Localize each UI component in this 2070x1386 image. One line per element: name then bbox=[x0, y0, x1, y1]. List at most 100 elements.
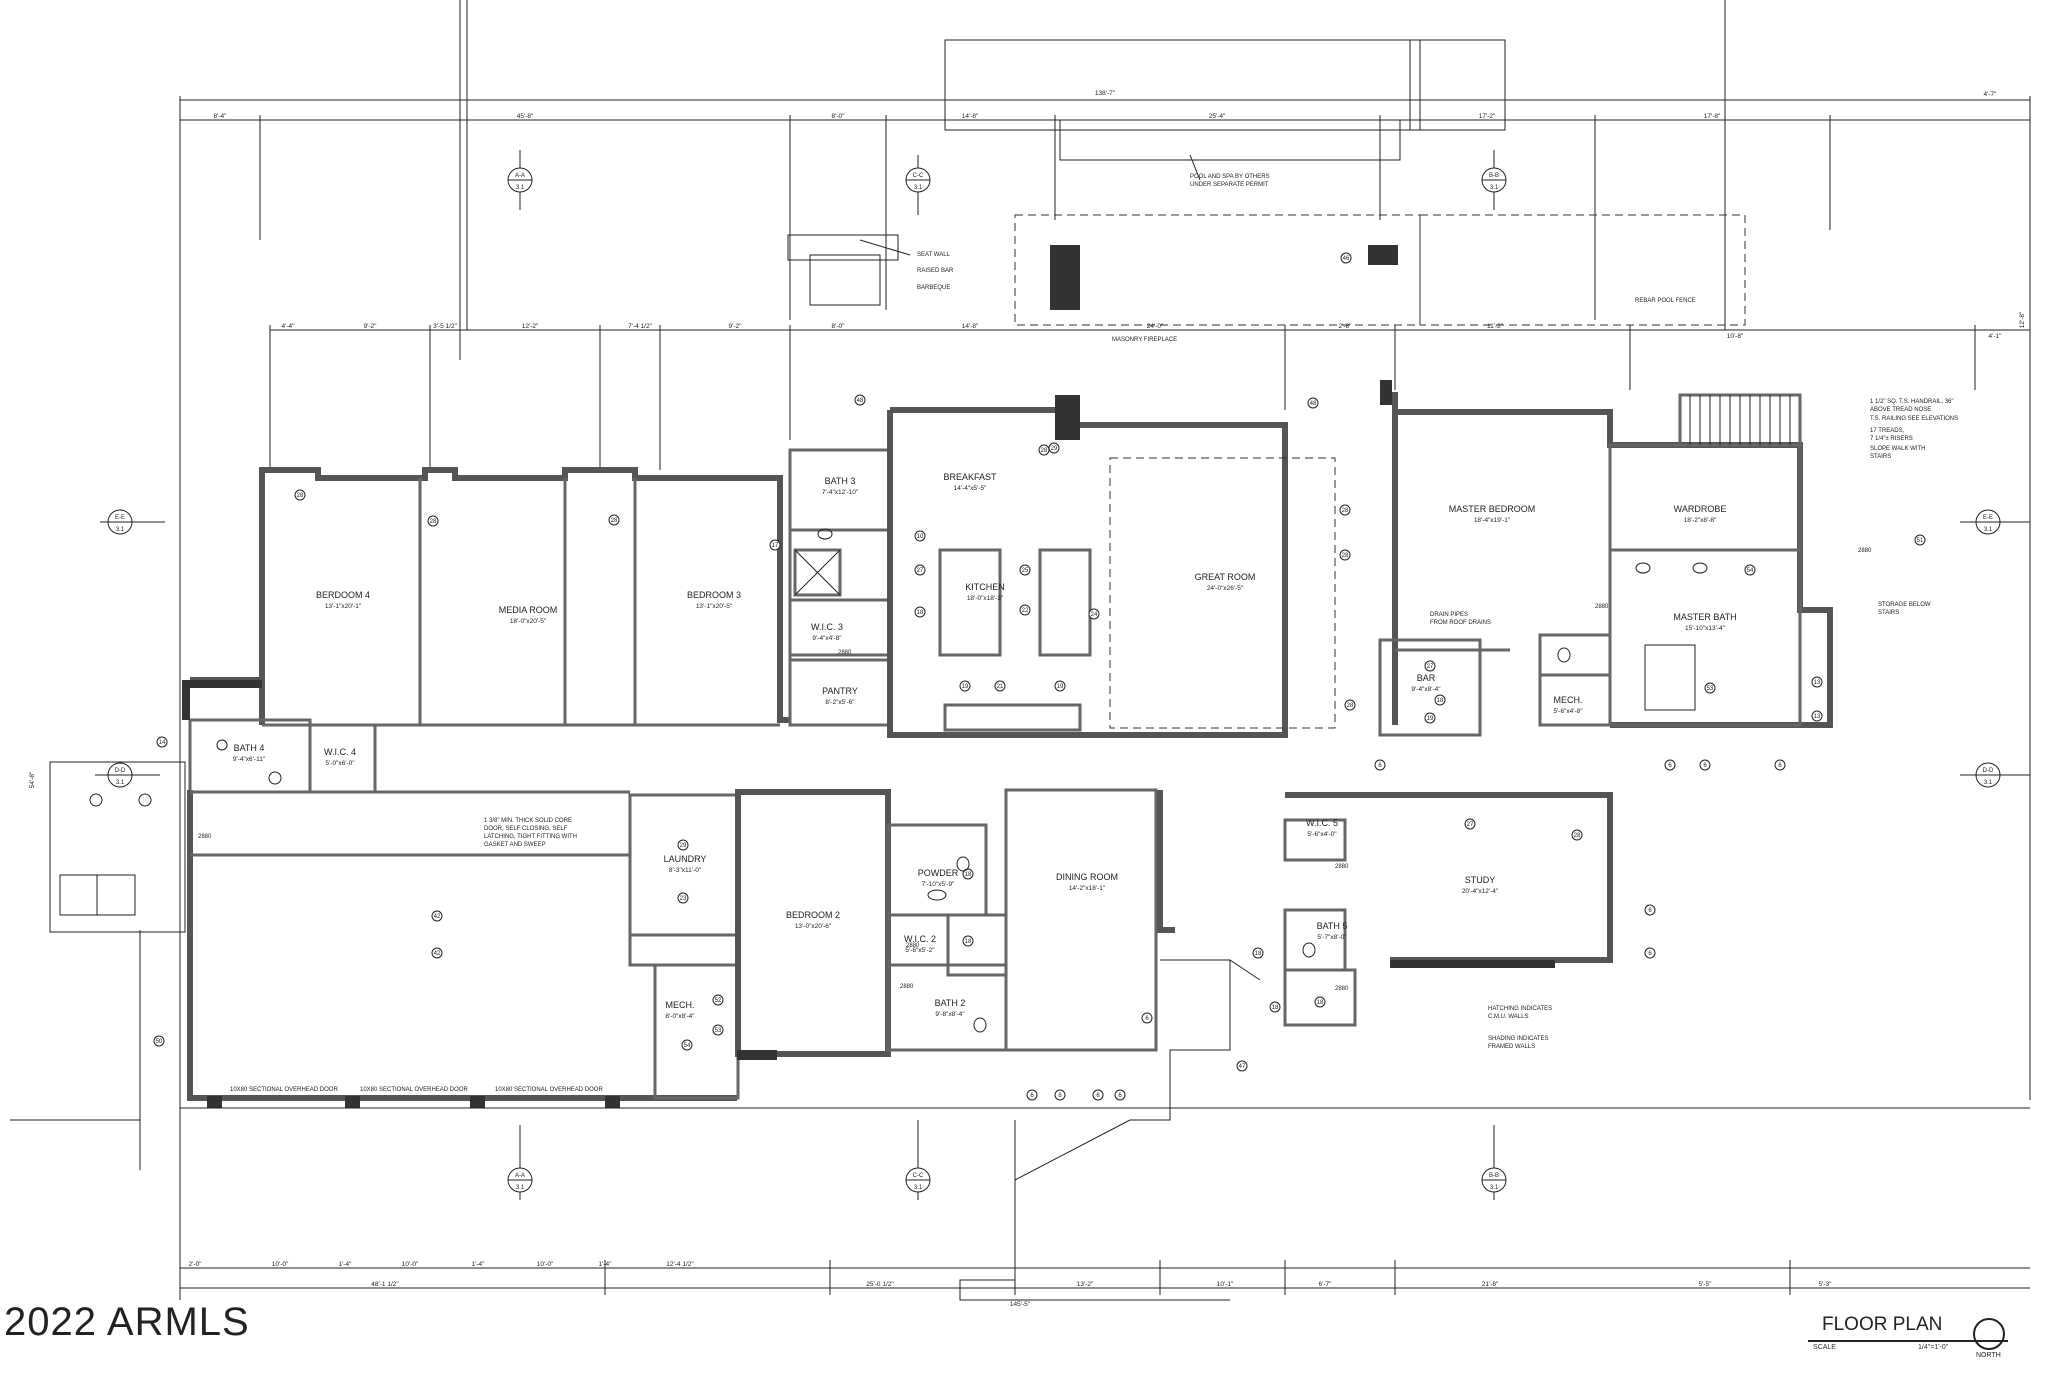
room-bedroom-3-size: 13'-1"x20'-5" bbox=[696, 603, 733, 610]
equipment-tag: 54 bbox=[1744, 564, 1756, 576]
svg-text:MASONRY FIREPLACE: MASONRY FIREPLACE bbox=[1112, 337, 1177, 343]
room-pantry-name: PANTRY bbox=[822, 686, 858, 696]
svg-text:52: 52 bbox=[715, 998, 722, 1004]
svg-text:48: 48 bbox=[1310, 401, 1317, 407]
svg-text:3.1: 3.1 bbox=[1984, 780, 1993, 786]
svg-text:54: 54 bbox=[1747, 568, 1754, 574]
svg-text:25'-0 1/2": 25'-0 1/2" bbox=[866, 1281, 894, 1288]
svg-text:25'-4": 25'-4" bbox=[1209, 113, 1226, 120]
room-bath-2-size: 9'-8"x8'-4" bbox=[935, 1011, 965, 1018]
svg-text:10'-8": 10'-8" bbox=[1727, 333, 1744, 340]
equipment-tag: 54 bbox=[681, 1039, 693, 1051]
equipment-tag: 18 bbox=[1269, 1001, 1281, 1013]
svg-text:6: 6 bbox=[1648, 951, 1652, 957]
svg-text:7'-4 1/2": 7'-4 1/2" bbox=[628, 323, 652, 330]
room-mech-garage-name: MECH. bbox=[666, 1000, 695, 1010]
section-markers: A-A 3.1 C-C 3.1 B-B 3.1 E-E 3.1 bbox=[95, 150, 2030, 1200]
exterior-walls bbox=[10, 245, 1833, 1301]
section-marker-ee-right: E-E 3.1 bbox=[1960, 509, 2030, 535]
svg-text:8'-4": 8'-4" bbox=[214, 113, 228, 120]
svg-text:24: 24 bbox=[1091, 612, 1098, 618]
room-study-name: STUDY bbox=[1465, 875, 1496, 885]
room-bedroom-2-name: BEDROOM 2 bbox=[786, 910, 840, 920]
svg-text:FRAMED WALLS: FRAMED WALLS bbox=[1488, 1044, 1535, 1050]
room-breakfast-name: BREAKFAST bbox=[943, 472, 997, 482]
svg-text:RAISED BAR: RAISED BAR bbox=[917, 268, 954, 274]
equipment-tag: 6 bbox=[1644, 947, 1656, 959]
equipment-tag: 53 bbox=[1704, 682, 1716, 694]
equipment-tag: 27 bbox=[1424, 660, 1436, 672]
room-bath-2-name: BATH 2 bbox=[935, 998, 966, 1008]
svg-text:27: 27 bbox=[1427, 664, 1434, 670]
svg-text:3.1: 3.1 bbox=[914, 1185, 923, 1191]
room-bath-4-name: BATH 4 bbox=[234, 743, 265, 753]
equipment-tag: 27 bbox=[1464, 818, 1476, 830]
svg-text:28: 28 bbox=[1342, 553, 1349, 559]
room-great-room-size: 24'-0"x26'-5" bbox=[1207, 585, 1244, 592]
svg-text:48'-1 1/2": 48'-1 1/2" bbox=[371, 1281, 399, 1288]
svg-text:29: 29 bbox=[680, 843, 687, 849]
room-mech-master-size: 5'-6"x4'-8" bbox=[1553, 708, 1583, 715]
bottom-dimension-lines bbox=[179, 1095, 2030, 1295]
svg-text:A-A: A-A bbox=[515, 1173, 525, 1179]
door-size-tags: 2880 2880 2880 2880 2880 2880 2880 2880 bbox=[198, 548, 1872, 992]
room-laundry-name: LAUNDRY bbox=[664, 854, 707, 864]
svg-text:19: 19 bbox=[962, 684, 969, 690]
svg-text:51: 51 bbox=[1917, 538, 1924, 544]
equipment-tag: 6 bbox=[1644, 904, 1656, 916]
svg-text:28: 28 bbox=[1347, 703, 1354, 709]
equipment-tag: 28 bbox=[1038, 444, 1050, 456]
equipment-tag: 53 bbox=[712, 1024, 724, 1036]
room-bedroom-4-size: 13'-1"x20'-1" bbox=[325, 603, 362, 610]
svg-text:10X80 SECTIONAL OVERHEAD DOOR: 10X80 SECTIONAL OVERHEAD DOOR bbox=[360, 1087, 468, 1093]
svg-text:145'-5": 145'-5" bbox=[1010, 1301, 1031, 1308]
room-great-room-name: GREAT ROOM bbox=[1195, 572, 1256, 582]
svg-text:9'-2": 9'-2" bbox=[729, 323, 743, 330]
room-kitchen-name: KITCHEN bbox=[965, 582, 1005, 592]
svg-text:6: 6 bbox=[1703, 763, 1707, 769]
svg-text:HATCHING INDICATES: HATCHING INDICATES bbox=[1488, 1006, 1552, 1012]
svg-text:24'-0": 24'-0" bbox=[1147, 323, 1164, 330]
room-bath-3-name: BATH 3 bbox=[825, 476, 856, 486]
equipment-tag: 19 bbox=[1054, 680, 1066, 692]
svg-text:53: 53 bbox=[1707, 686, 1714, 692]
room-bar-name: BAR bbox=[1417, 673, 1436, 683]
equipment-tag: 28 bbox=[608, 514, 620, 526]
room-wardrobe-name: WARDROBE bbox=[1674, 504, 1727, 514]
svg-text:4'-1": 4'-1" bbox=[1989, 333, 2003, 340]
svg-text:6: 6 bbox=[1058, 1093, 1062, 1099]
equipment-tag: 18 bbox=[1252, 947, 1264, 959]
room-wic-2-name: W.I.C. 2 bbox=[904, 934, 936, 944]
svg-text:LATCHING, TIGHT FITTING WITH: LATCHING, TIGHT FITTING WITH bbox=[484, 834, 577, 840]
room-media-name: MEDIA ROOM bbox=[499, 605, 558, 615]
svg-text:C.M.U. WALLS: C.M.U. WALLS bbox=[1488, 1014, 1528, 1020]
svg-text:2880: 2880 bbox=[1335, 986, 1349, 992]
room-bedroom-2-size: 13'-0"x20'-6" bbox=[795, 923, 832, 930]
room-dining-size: 14'-2"x18'-1" bbox=[1069, 885, 1106, 892]
svg-text:SHADING INDICATES: SHADING INDICATES bbox=[1488, 1036, 1549, 1042]
svg-text:9'-2": 9'-2" bbox=[364, 323, 378, 330]
equipment-tag: 13 bbox=[1811, 676, 1823, 688]
svg-text:1 3/8" MIN. THICK SOLID CORE: 1 3/8" MIN. THICK SOLID CORE bbox=[484, 818, 572, 824]
svg-text:28: 28 bbox=[611, 518, 618, 524]
svg-text:STAIRS: STAIRS bbox=[1870, 454, 1891, 460]
north-label: NORTH bbox=[1976, 1352, 2001, 1359]
room-bath-3-size: 7'-4"x12'-10" bbox=[822, 489, 859, 496]
equipment-tag: 17 bbox=[769, 539, 781, 551]
svg-text:7 1/4"± RISERS: 7 1/4"± RISERS bbox=[1870, 436, 1913, 442]
watermark: 2022 ARMLS bbox=[4, 1300, 250, 1344]
svg-text:BARBEQUE: BARBEQUE bbox=[917, 285, 950, 291]
svg-text:42: 42 bbox=[434, 914, 441, 920]
equipment-tag: 27 bbox=[914, 564, 926, 576]
svg-text:T.S. RAILING SEE ELEVATIONS: T.S. RAILING SEE ELEVATIONS bbox=[1870, 416, 1958, 422]
svg-text:1 1/2" SQ. T.S. HANDRAIL, 36": 1 1/2" SQ. T.S. HANDRAIL, 36" bbox=[1870, 399, 1954, 405]
svg-text:28: 28 bbox=[1041, 448, 1048, 454]
equipment-tag: 6 bbox=[1374, 759, 1386, 771]
svg-text:21'-8": 21'-8" bbox=[1482, 1281, 1499, 1288]
svg-text:2880: 2880 bbox=[838, 650, 852, 656]
svg-text:28: 28 bbox=[430, 519, 437, 525]
equipment-tag: 18 bbox=[1314, 996, 1326, 1008]
equipment-tag: 6 bbox=[1141, 1012, 1153, 1024]
svg-text:3.1: 3.1 bbox=[516, 1185, 525, 1191]
